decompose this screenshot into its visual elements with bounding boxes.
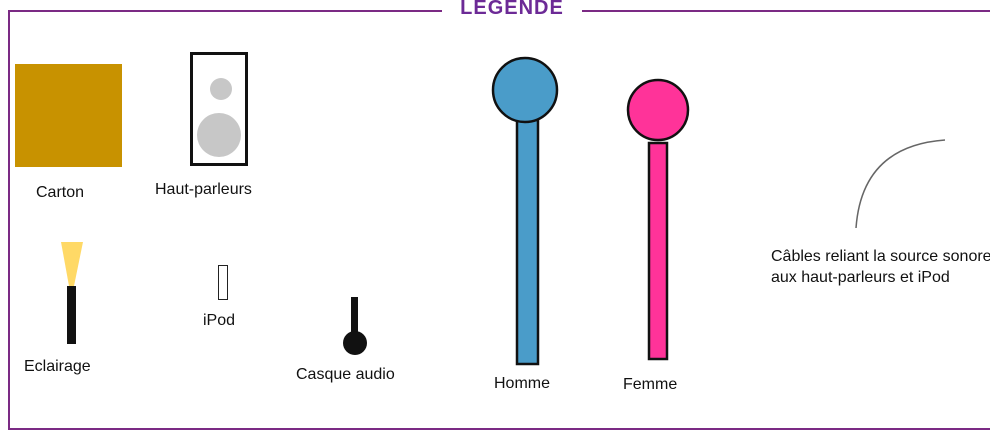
woman-label: Femme [623,376,678,393]
lighting-icon [61,242,83,344]
headphones-icon [343,297,367,355]
carton-label: Carton [36,184,85,201]
lighting-label: Eclairage [24,358,91,375]
speaker-icon [190,52,248,166]
speaker-tweeter [210,78,232,100]
man-icon [491,56,559,366]
woman-icon [626,78,690,361]
man-label: Homme [494,375,551,392]
cables-label: Câbles reliant la source sonore aux haut… [771,248,990,286]
ipod-icon [218,265,228,300]
legend-title: LÉGENDE [442,0,582,18]
ipod-label: iPod [203,312,236,329]
speakers-label: Haut-parleurs [155,181,252,198]
carton-swatch [15,64,122,167]
headphones-label: Casque audio [296,366,395,383]
legend-symbols [61,56,946,366]
cable-icon [855,139,946,229]
speaker-woofer [197,113,241,157]
